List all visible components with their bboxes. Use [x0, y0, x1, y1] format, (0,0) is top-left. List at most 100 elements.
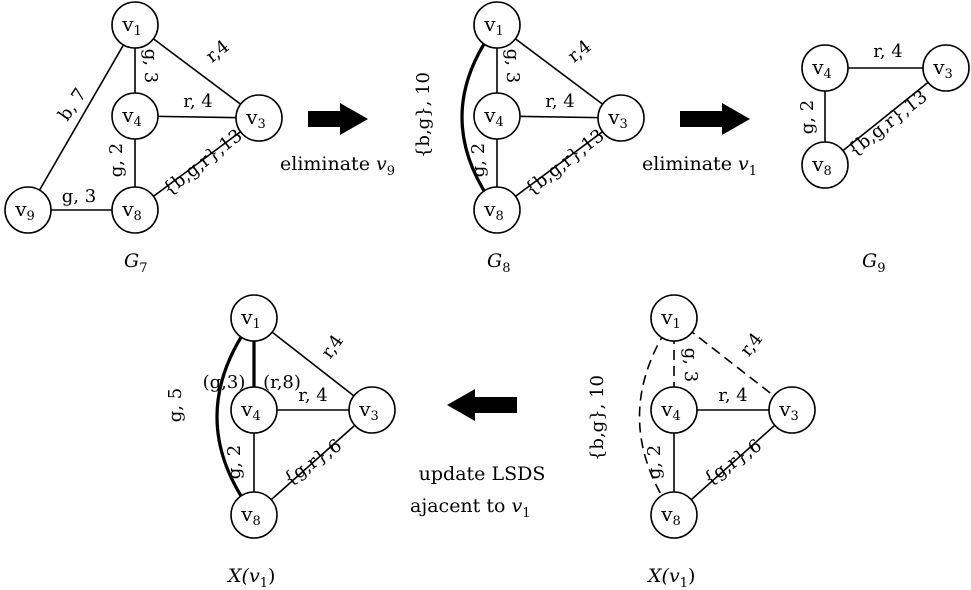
caption-x-right: X(v1) [646, 565, 695, 590]
g8-edge-v1-v3 [496, 24, 622, 119]
arrow-update-lsds [447, 389, 517, 421]
x_left-node-v1-circle [230, 294, 278, 342]
g8-edge-v8-v3-label: {b,g,r},13 [521, 125, 608, 200]
x_left-edge-v4-v3-label: r, 4 [298, 385, 328, 406]
x_right-edge-v1-v4-label: g, 3 [680, 348, 701, 382]
g7-edge-v8-v3 [134, 117, 260, 211]
g9-node-v4: v4 [801, 44, 849, 92]
g7-edge-v1-v3 [134, 24, 260, 119]
g9-node-v3-label: v3 [932, 55, 953, 82]
x_right-edge-v1-v3-label: r,4 [736, 329, 767, 361]
g9-edge-v4-v8-label: g, 2 [797, 100, 818, 134]
g7-edge-v1-v3-label: r,4 [202, 36, 234, 67]
g8-node-v4: v4 [473, 92, 521, 140]
g9-node-v8: v8 [801, 141, 849, 189]
x_right-node-v3-circle [768, 386, 816, 434]
x_left-edge-v1-v3 [253, 317, 373, 411]
arrow-update-lsds-text-line2: ajacent to v1 [410, 495, 530, 521]
nodes-layer: v1 v4 v3 v8 v9 v1 v4 v3 v8 v4 v3 v8 v1 v4 v3 v8 v1 v4 v3 v8 [4, 1, 970, 539]
x_left-node-v3: v3 [348, 386, 396, 434]
x_left-node-v1: v1 [230, 294, 278, 342]
g8-edge-v1-v4-label: g, 3 [502, 49, 523, 83]
g7-node-v9-circle [4, 186, 52, 234]
x_right-edge-v1-v3 [673, 317, 793, 411]
x_right-edge-v1-v8-label: {b,g}, 10 [587, 375, 608, 461]
g7-edge-v8-v3-label: {b,g,r},13 [159, 125, 246, 200]
g8-node-v4-circle [473, 92, 521, 140]
caption-g7: G7 [124, 250, 147, 276]
x_right-node-v8-label: v8 [660, 502, 681, 529]
x_left-node-v3-circle [348, 386, 396, 434]
g7-node-v4: v4 [111, 92, 159, 140]
g8-node-v3-circle [597, 94, 645, 142]
x_left-edge-v1-v8-label: g, 5 [165, 388, 186, 422]
x_right-node-v1-circle [650, 294, 698, 342]
arrow-update-lsds-text-line1: update LSDS [419, 463, 546, 485]
g8-node-v8-label: v8 [483, 197, 504, 224]
g7-node-v3-circle [235, 94, 283, 142]
caption-x-left: X(v1) [226, 565, 275, 590]
g9-node-v4-label: v4 [811, 55, 832, 82]
g8-node-v8: v8 [473, 186, 521, 234]
g9-node-v3-circle [922, 44, 970, 92]
x_right-node-v4-label: v4 [660, 397, 681, 424]
g7-node-v8-circle [111, 186, 159, 234]
g7-node-v9-label: v9 [14, 197, 35, 224]
arrow-eliminate-v1 [680, 103, 750, 135]
x_left-edge-v1-v4-label-2: (r,8) [263, 372, 301, 393]
g7-edge-v4-v8-label: g, 2 [106, 143, 127, 177]
g8-edge-v1-v8-arc [460, 24, 499, 211]
g9-node-v4-circle [801, 44, 849, 92]
x_right-node-v4-circle [650, 386, 698, 434]
x_left-node-v1-label: v1 [240, 305, 261, 332]
x_right-node-v3: v3 [768, 386, 816, 434]
x_left-edge-v1-v4-label: (g,3) [203, 372, 246, 393]
g9-node-v3: v3 [922, 44, 970, 92]
x_right-node-v1: v1 [650, 294, 698, 342]
x_right-edge-v8-v3-label: {g,r},6 [700, 435, 766, 490]
x_left-edge-v8-v3 [253, 409, 373, 516]
x_right-edge-v8-v3 [673, 409, 793, 516]
g7-edge-v1-v4-label: g, 3 [140, 49, 161, 83]
g7-node-v8: v8 [111, 186, 159, 234]
g8-edge-v8-v3 [496, 117, 622, 211]
g8-node-v1-circle [473, 1, 521, 49]
g7-node-v3: v3 [235, 94, 283, 142]
x_left-node-v4-label: v4 [240, 397, 261, 424]
g7-node-v9: v9 [4, 186, 52, 234]
x_right-edge-v1-v8-arc [638, 317, 675, 516]
x_left-node-v8-label: v8 [240, 502, 261, 529]
x_right-node-v4: v4 [650, 386, 698, 434]
x_left-node-v4: v4 [230, 386, 278, 434]
g8-node-v1-label: v1 [483, 12, 504, 39]
g8-node-v3-label: v3 [607, 105, 628, 132]
g7-edge-v4-v3-label: r, 4 [183, 91, 213, 112]
g7-node-v8-label: v8 [121, 197, 142, 224]
x_right-node-v8-circle [650, 491, 698, 539]
g8-node-v4-label: v4 [483, 103, 504, 130]
x_left-edge-v1-v8-arc [215, 317, 256, 516]
g8-edge-v1-v3-label: r,4 [564, 36, 596, 67]
x_right-edge-v4-v3-label: r, 4 [718, 385, 748, 406]
g7-node-v4-circle [111, 92, 159, 140]
g8-edge-v4-v8-label: g, 2 [468, 143, 489, 177]
g9-edge-v8-v3 [824, 67, 947, 166]
g7-edge-v9-v8-label: g, 3 [62, 186, 96, 207]
x_left-edge-v1-v3-label: r,4 [317, 331, 348, 363]
g7-node-v3-label: v3 [245, 105, 266, 132]
x_right-node-v8: v8 [650, 491, 698, 539]
g8-node-v1: v1 [473, 1, 521, 49]
x_left-edge-v8-v3-label: {g,r},6 [280, 435, 346, 490]
arrow-eliminate-v9 [308, 103, 368, 135]
caption-g9: G9 [862, 250, 885, 276]
arrow-eliminate-v1-text: eliminate v1 [642, 153, 757, 179]
g9-node-v8-circle [801, 141, 849, 189]
g7-node-v1-circle [111, 1, 159, 49]
g8-edge-v4-v3-label: r, 4 [545, 91, 575, 112]
g7-edge-v9-v1-label: b, 7 [54, 85, 91, 125]
x_right-edge-v4-v8-label: g, 2 [644, 445, 665, 479]
x_left-node-v4-circle [230, 386, 278, 434]
x_left-node-v8-circle [230, 491, 278, 539]
g7-node-v1: v1 [111, 1, 159, 49]
g8-node-v8-circle [473, 186, 521, 234]
